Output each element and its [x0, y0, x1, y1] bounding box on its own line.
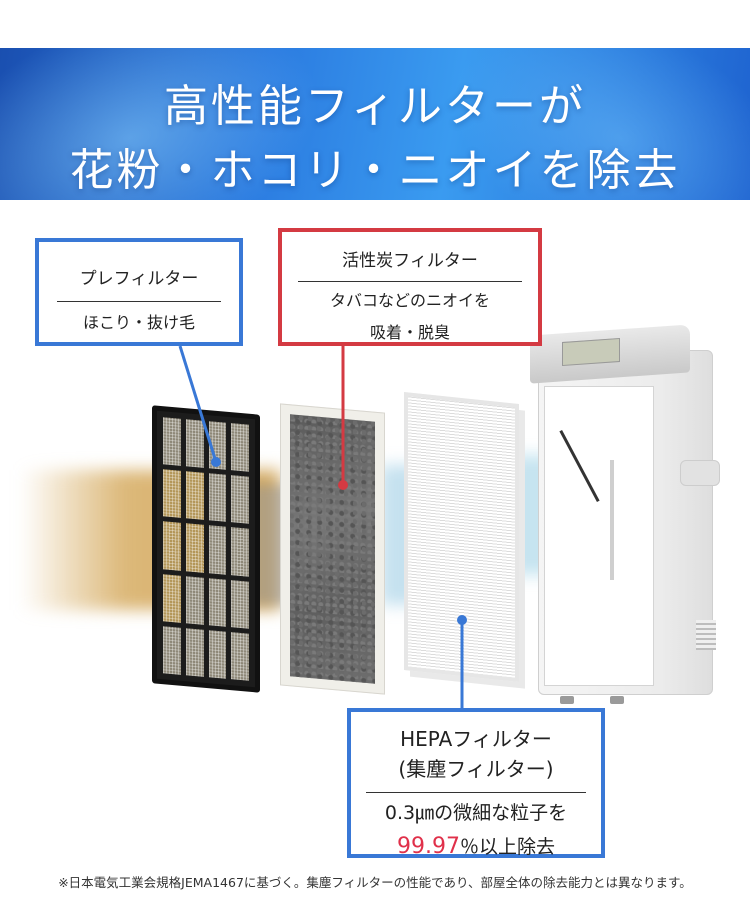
hepa-subtitle: (集塵フィルター): [398, 757, 554, 781]
prefilter-description: ほこり・抜け毛: [82, 313, 195, 332]
control-panel: [562, 337, 620, 367]
prefilter-callout: プレフィルター ほこり・抜け毛: [35, 238, 243, 346]
banner-title-line1: 高性能フィルターが: [163, 81, 587, 132]
carbon-description-line1: タバコなどのニオイを: [329, 291, 490, 310]
divider: [298, 281, 522, 282]
carbon-filter-image: [280, 403, 385, 695]
hepa-filter-image: [404, 391, 519, 683]
hepa-description-line1: 0.3㎛の微細な粒子を: [384, 802, 568, 824]
divider: [57, 301, 221, 302]
divider: [366, 792, 586, 793]
header-banner: 高性能フィルターが 花粉・ホコリ・ニオイを除去: [0, 48, 750, 200]
filter-illustration: プレフィルター ほこり・抜け毛 活性炭フィルター タバコなどのニオイを 吸着・脱…: [0, 200, 750, 880]
hepa-title: HEPAフィルター: [400, 727, 552, 751]
removal-rate-value: 99.97: [397, 834, 460, 859]
prefilter-image: [152, 405, 260, 693]
carbon-description-line2: 吸着・脱臭: [369, 323, 450, 342]
removal-rate-suffix: ％以上除去: [459, 836, 555, 858]
carbon-callout: 活性炭フィルター タバコなどのニオイを 吸着・脱臭: [278, 228, 542, 346]
hepa-callout: HEPAフィルター (集塵フィルター) 0.3㎛の微細な粒子を 99.97％以上…: [347, 708, 605, 861]
footnote: ※日本電気工業会規格JEMA1467に基づく。集塵フィルターの性能であり、部屋全…: [58, 875, 692, 890]
carbon-title: 活性炭フィルター: [342, 251, 478, 271]
banner-title-line2: 花粉・ホコリ・ニオイを除去: [69, 145, 681, 196]
hepa-description-line2: 99.97％以上除去: [351, 833, 601, 861]
prefilter-title: プレフィルター: [79, 269, 199, 289]
air-purifier-image: [530, 324, 725, 704]
